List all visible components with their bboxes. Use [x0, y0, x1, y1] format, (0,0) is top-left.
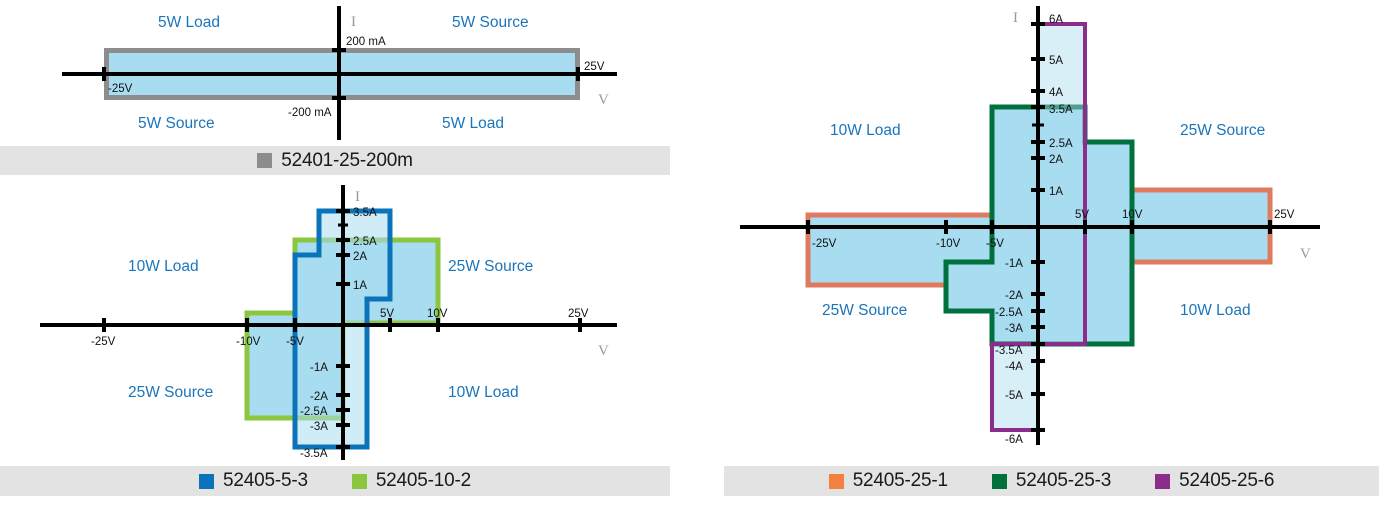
quadrant-label-top-right: 25W Source	[448, 258, 533, 275]
quadrant-label-top-right: 25W Source	[1180, 122, 1265, 139]
legend-item-52401-25-200m[interactable]: 52401-25-200m	[257, 150, 413, 172]
i-tick-label-6a: 6A	[1049, 14, 1063, 26]
right-panel: -25V -10V -5V 5V 10V 25V 6A 5A 4A 3.5A 2…	[700, 0, 1379, 507]
legend-chart-52401: 52401-25-200m	[0, 146, 670, 175]
legend-chart-52405-25: 52405-25-1 52405-25-3 52405-25-6	[724, 466, 1379, 496]
i-tick-label-2a: 2A	[353, 251, 367, 263]
quadrant-label-bottom-right: 10W Load	[1180, 302, 1251, 319]
v-axis-symbol: V	[598, 343, 609, 359]
i-tick-label--2-5a: -2.5A	[995, 307, 1023, 319]
i-tick-label-5a: 5A	[1049, 55, 1063, 67]
legend-item-52405-10-2[interactable]: 52405-10-2	[351, 470, 472, 492]
i-tick-label--3a: -3A	[310, 421, 328, 433]
v-axis-symbol: V	[1300, 246, 1311, 262]
v-tick-label--10: -10V	[936, 238, 961, 250]
v-axis-symbol: V	[598, 92, 609, 108]
i-tick-label-2-5a: 2.5A	[1049, 138, 1073, 150]
i-tick-label--2a: -2A	[1005, 290, 1023, 302]
i-tick-label--1a: -1A	[310, 362, 328, 374]
v-tick-label--25: -25V	[91, 336, 116, 348]
legend-item-label: 52405-25-6	[1179, 470, 1275, 491]
v-tick-label-5: 5V	[1075, 209, 1089, 221]
i-tick-label-2a: 2A	[1049, 154, 1063, 166]
i-tick-label-1a: 1A	[1049, 186, 1063, 198]
i-tick-label--6a: -6A	[1005, 434, 1023, 446]
legend-item-label: 52405-25-3	[1015, 470, 1112, 491]
legend-item-52405-25-1[interactable]: 52405-25-1	[828, 470, 948, 492]
i-tick-label--2-5a: -2.5A	[300, 406, 328, 418]
legend-swatch-icon	[257, 153, 273, 168]
i-tick-label-2-5a: 2.5A	[353, 236, 377, 248]
v-tick-label-10: 10V	[1122, 209, 1143, 221]
i-tick-label-3-5a: 3.5A	[353, 207, 377, 219]
quadrant-label-bottom-right: 5W Load	[442, 115, 504, 132]
legend-item-label: 52405-10-2	[375, 470, 472, 491]
legend-swatch-icon	[991, 473, 1007, 489]
i-axis-symbol: I	[351, 14, 356, 30]
legend-item-52405-25-6[interactable]: 52405-25-6	[1155, 470, 1274, 492]
legend-item-label: 52405-5-3	[222, 470, 308, 491]
v-tick-label--5: -5V	[986, 238, 1004, 250]
legend-item-52405-25-3[interactable]: 52405-25-3	[991, 470, 1112, 492]
v-tick-label--25: -25V	[812, 238, 837, 250]
left-panel: -25V 25V 200 mA -200 mA I V 5W Load 5W S…	[0, 0, 680, 507]
legend-swatch-icon	[828, 473, 844, 489]
i-tick-label--4a: -4A	[1005, 361, 1023, 373]
legend-swatch-icon	[198, 473, 214, 489]
i-tick-label--3a: -3A	[1005, 323, 1023, 335]
quadrant-label-top-left: 5W Load	[158, 14, 220, 31]
quadrant-label-top-left: 10W Load	[128, 258, 199, 275]
quadrant-label-bottom-left: 25W Source	[128, 384, 213, 401]
v-tick-label--10: -10V	[236, 336, 261, 348]
legend-chart-52405-5-10: 52405-5-3 52405-10-2	[0, 466, 670, 496]
i-axis-symbol: I	[355, 189, 360, 205]
i-tick-label--3-5a: -3.5A	[995, 345, 1023, 357]
v-tick-label-25: 25V	[1274, 209, 1295, 221]
v-tick-label--25: -25V	[108, 83, 133, 95]
chart-52401-svg: -25V 25V 200 mA -200 mA I V 5W Load 5W S…	[62, 6, 617, 140]
i-tick-label--5a: -5A	[1005, 390, 1023, 402]
legend-swatch-icon	[1155, 473, 1171, 489]
i-tick-label--1a: -1A	[1005, 258, 1023, 270]
i-tick-label-3-5a: 3.5A	[1049, 104, 1073, 116]
quadrant-label-top-right: 5W Source	[452, 14, 529, 31]
legend-item-52405-5-3[interactable]: 52405-5-3	[198, 470, 308, 492]
v-tick-label-5: 5V	[380, 308, 394, 320]
quadrant-label-bottom-right: 10W Load	[448, 384, 519, 401]
i-tick-label--2a: -2A	[310, 391, 328, 403]
quadrant-label-top-left: 10W Load	[830, 122, 901, 139]
v-tick-label-25: 25V	[568, 308, 589, 320]
i-tick-label--3-5a: -3.5A	[300, 448, 328, 460]
i-tick-label-neg200ma: -200 mA	[288, 107, 332, 119]
i-axis-symbol: I	[1013, 10, 1018, 26]
v-tick-label--5: -5V	[286, 336, 304, 348]
quadrant-label-bottom-left: 25W Source	[822, 302, 907, 319]
quadrant-label-bottom-left: 5W Source	[138, 115, 215, 132]
v-tick-label-25: 25V	[584, 61, 605, 73]
i-tick-label-1a: 1A	[353, 280, 367, 292]
i-tick-label-4a: 4A	[1049, 87, 1063, 99]
chart-52405-5-10-svg: -25V -10V -5V 5V 10V 25V 3.5A 2.5A 2A 1A…	[40, 185, 617, 460]
legend-item-label: 52405-25-1	[852, 470, 948, 491]
legend-swatch-icon	[351, 473, 367, 489]
legend-item-label: 52401-25-200m	[281, 149, 413, 171]
chart-52405-25-svg: -25V -10V -5V 5V 10V 25V 6A 5A 4A 3.5A 2…	[740, 6, 1320, 446]
v-tick-label-10: 10V	[427, 308, 448, 320]
i-tick-label-200ma: 200 mA	[346, 36, 386, 48]
